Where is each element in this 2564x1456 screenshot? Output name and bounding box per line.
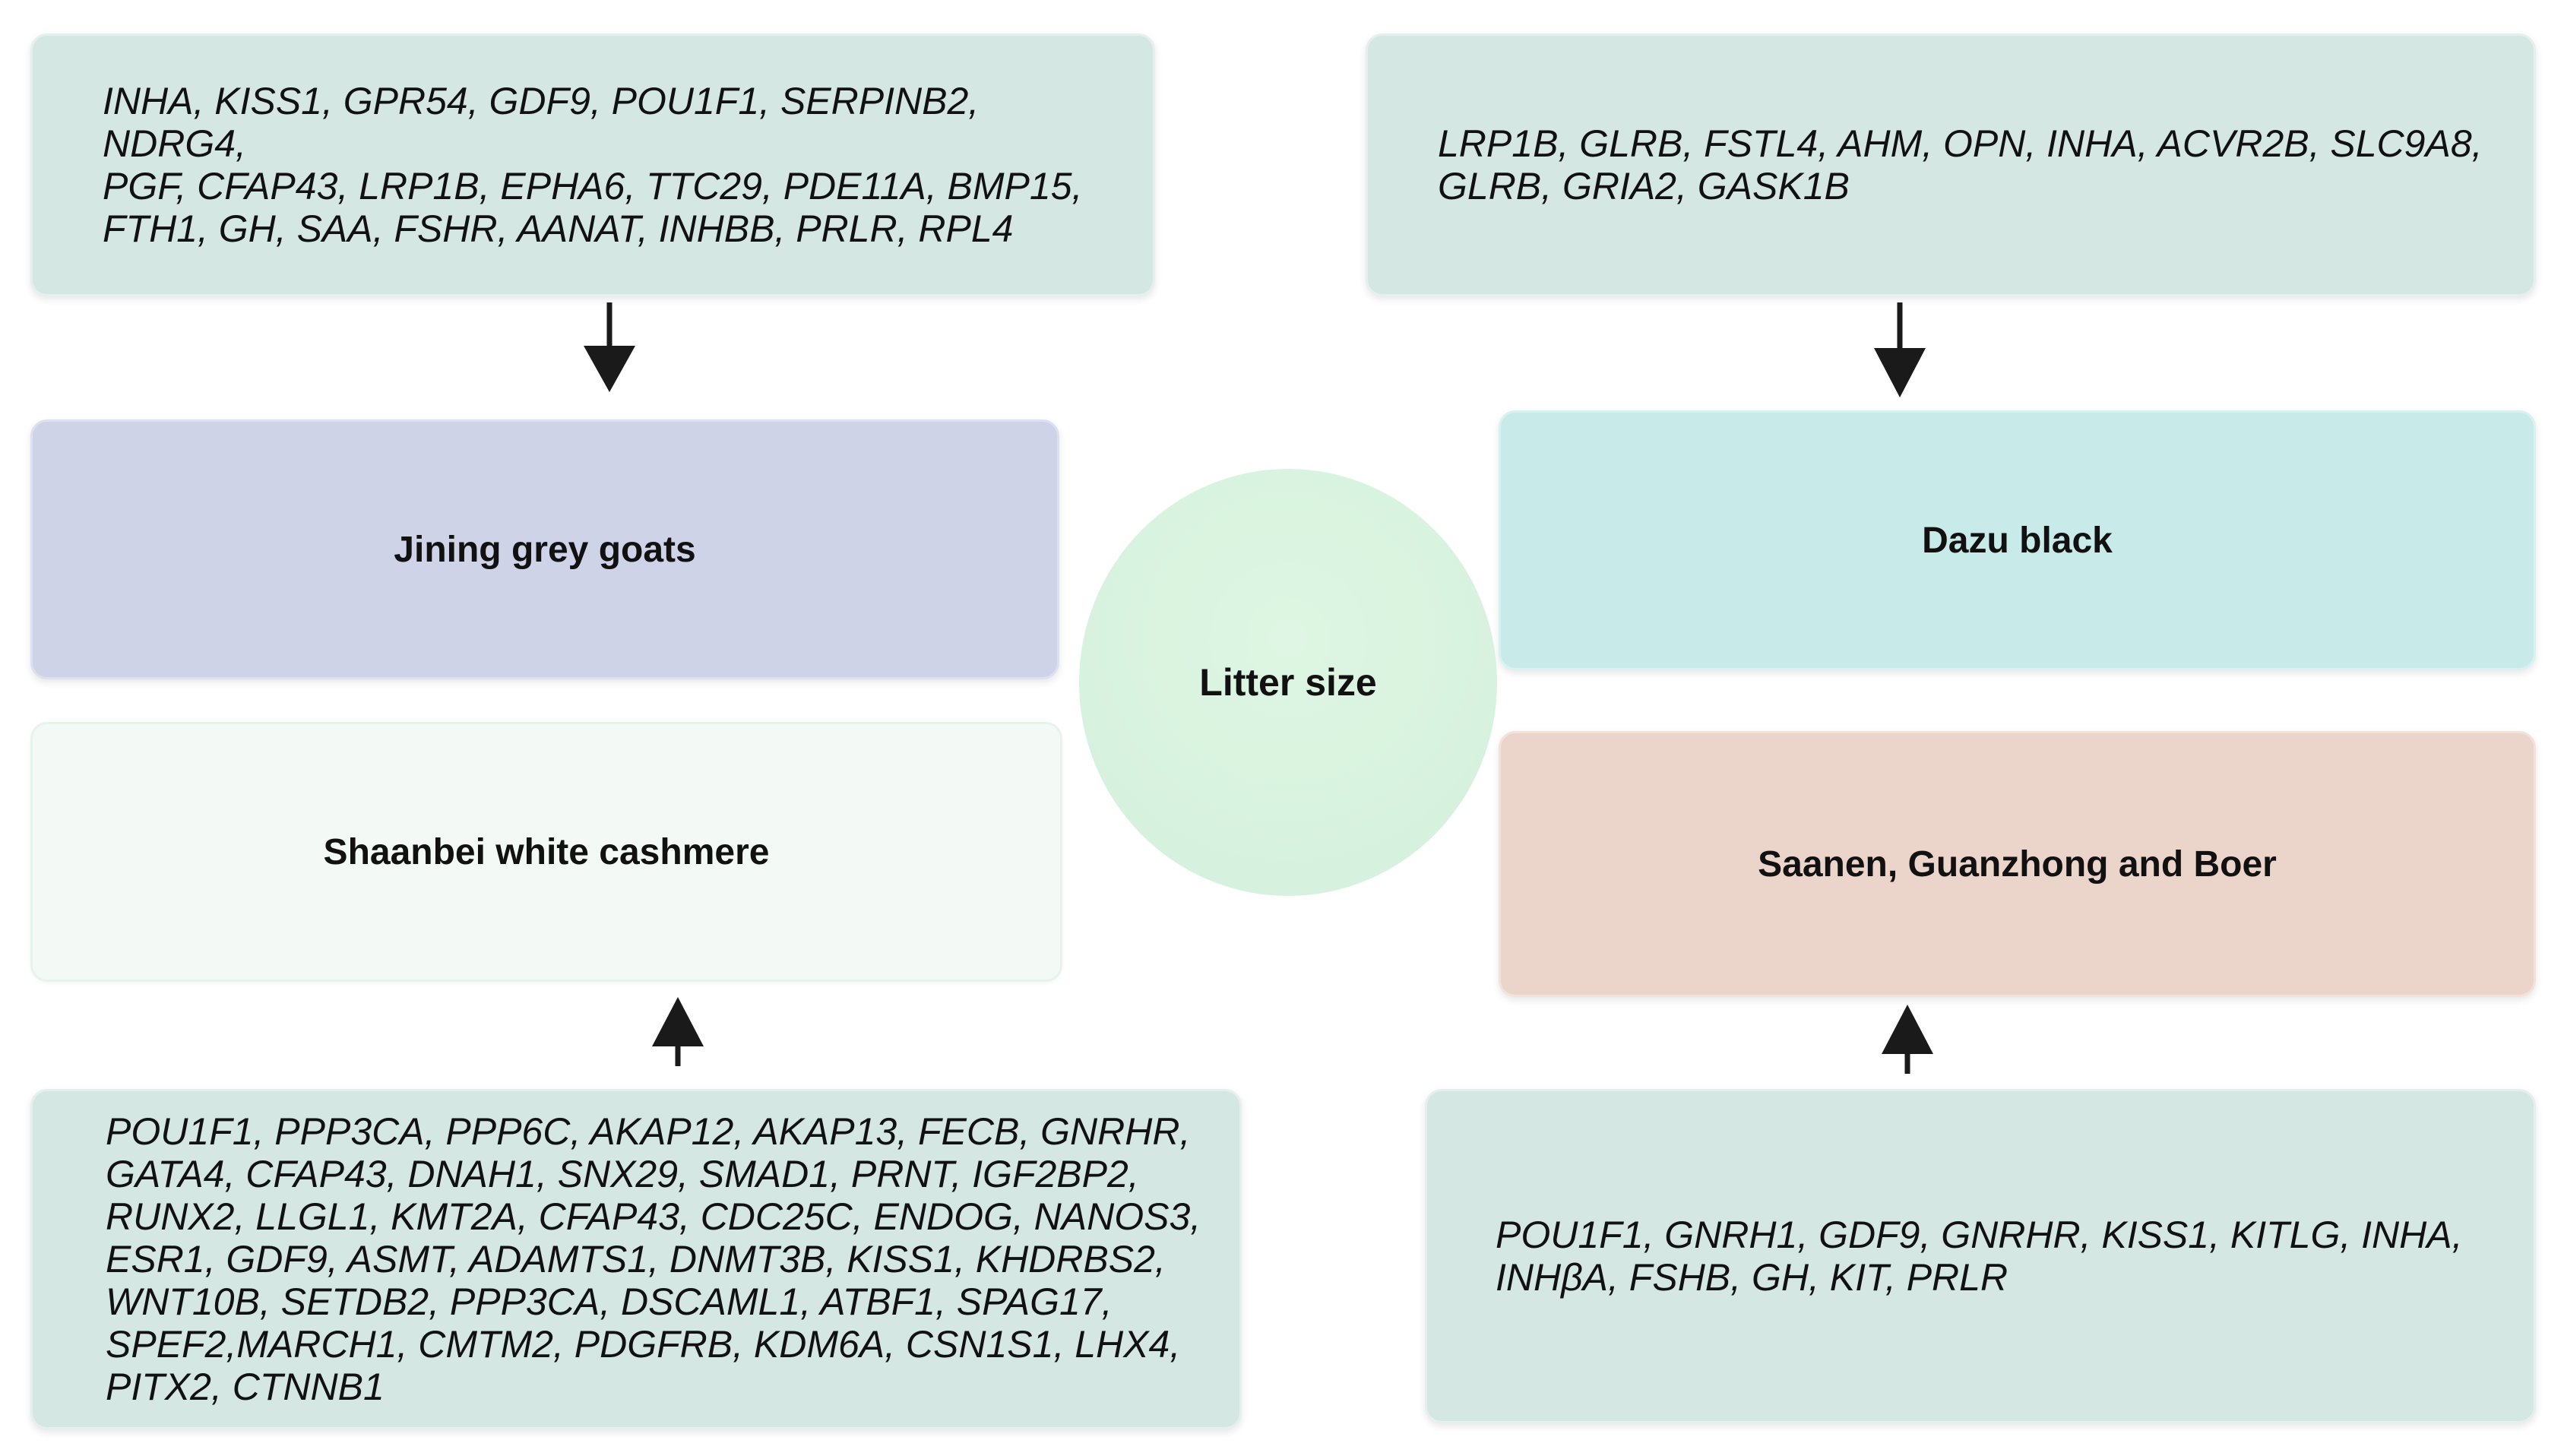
arrow-shaanbei-up — [652, 997, 704, 1066]
gene-list-box-dazu: LRP1B, GLRB, FSTL4, AHM, OPN, INHA, ACVR… — [1366, 33, 2536, 296]
breed-box-dazu: Dazu black — [1499, 410, 2536, 670]
center-label: Litter size — [1199, 661, 1377, 704]
breed-label-dazu: Dazu black — [1922, 520, 2113, 561]
arrow-jining-down — [584, 302, 635, 392]
breed-label-saanen: Saanen, Guanzhong and Boer — [1758, 844, 2277, 885]
gene-list-box-shaanbei: POU1F1, PPP3CA, PPP6C, AKAP12, AKAP13, F… — [30, 1089, 1242, 1429]
gene-list-saanen: POU1F1, GNRH1, GDF9, GNRHR, KISS1, KITLG… — [1496, 1214, 2463, 1299]
arrow-dazu-down — [1874, 302, 1926, 397]
center-circle-litter-size: Litter size — [1079, 469, 1497, 896]
breed-label-shaanbei: Shaanbei white cashmere — [323, 831, 770, 872]
breed-box-jining: Jining grey goats — [30, 419, 1059, 679]
breed-box-saanen: Saanen, Guanzhong and Boer — [1499, 731, 2536, 997]
arrow-saanen-up — [1882, 1005, 1933, 1074]
gene-list-box-saanen: POU1F1, GNRH1, GDF9, GNRHR, KISS1, KITLG… — [1425, 1089, 2536, 1423]
gene-list-box-jining: INHA, KISS1, GPR54, GDF9, POU1F1, SERPIN… — [30, 33, 1155, 296]
gene-list-dazu: LRP1B, GLRB, FSTL4, AHM, OPN, INHA, ACVR… — [1438, 122, 2483, 207]
breed-label-jining: Jining grey goats — [394, 529, 696, 570]
breed-box-shaanbei: Shaanbei white cashmere — [30, 722, 1062, 982]
gene-list-jining: INHA, KISS1, GPR54, GDF9, POU1F1, SERPIN… — [103, 80, 1083, 250]
gene-list-shaanbei: POU1F1, PPP3CA, PPP6C, AKAP12, AKAP13, F… — [106, 1110, 1201, 1408]
